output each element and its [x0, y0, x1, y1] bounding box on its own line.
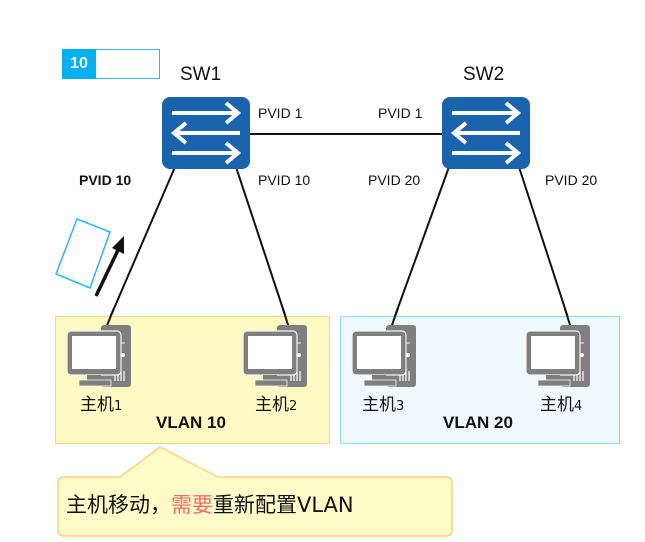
host2-pc-icon[interactable] — [242, 324, 308, 388]
port-label-sw1-left: PVID 10 — [79, 172, 132, 188]
port-label-sw2-right: PVID 20 — [545, 172, 598, 188]
switch-sw2-label: SW2 — [463, 64, 505, 85]
link-sw1-host1 — [105, 166, 176, 328]
port-label-sw2-trunk: PVID 1 — [378, 105, 423, 121]
moving-frame-icon — [55, 218, 111, 289]
vlan10-label: VLAN 10 — [156, 413, 226, 432]
port-label-sw1-trunk: PVID 1 — [258, 105, 303, 121]
host3-label: 主机3 — [362, 395, 405, 415]
link-sw2-host4 — [518, 166, 572, 328]
callout-bubble — [57, 446, 453, 537]
switch-sw1-label: SW1 — [180, 64, 222, 85]
callout-text: 主机移动，需要重新配置VLAN — [66, 489, 354, 519]
link-sw1-host2 — [235, 166, 290, 328]
switch-sw2-icon[interactable] — [440, 95, 532, 171]
upward-arrow-icon — [94, 236, 124, 297]
port-label-sw1-right: PVID 10 — [258, 172, 311, 188]
host4-pc-icon[interactable] — [525, 324, 591, 388]
host1-label: 主机1 — [80, 395, 123, 415]
vlan20-label: VLAN 20 — [443, 413, 513, 432]
host4-label: 主机4 — [540, 395, 583, 415]
callout-highlight: 需要 — [171, 493, 213, 517]
switch-sw1-icon[interactable] — [160, 95, 252, 171]
callout-prefix: 主机移动， — [66, 493, 171, 517]
host1-pc-icon[interactable] — [66, 324, 132, 388]
host2-label: 主机2 — [255, 395, 298, 415]
link-sw2-host3 — [390, 166, 450, 328]
vlan-tag-number: 10 — [62, 49, 96, 79]
host3-pc-icon[interactable] — [351, 324, 417, 388]
port-label-sw2-left: PVID 20 — [368, 172, 421, 188]
callout-suffix: 重新配置VLAN — [213, 493, 354, 517]
